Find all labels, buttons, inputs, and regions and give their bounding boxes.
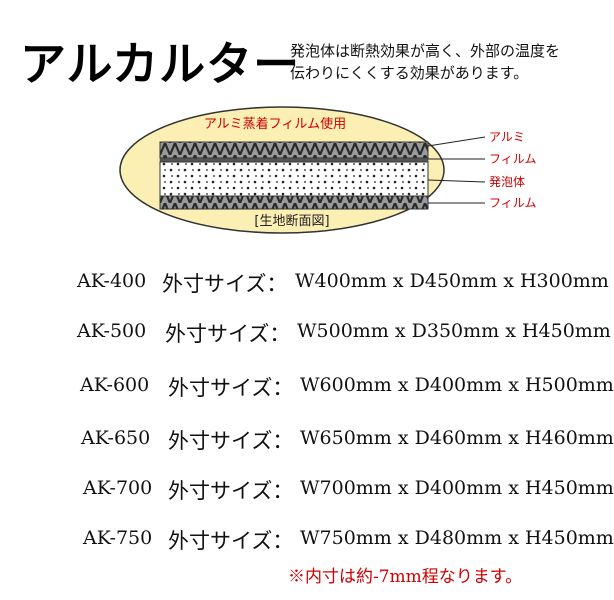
size-dimensions: W650mm x D460mm x H460mm	[300, 427, 614, 449]
diagram-bottom-label: [生地断面図]	[254, 214, 329, 229]
page-title: アルカルター	[20, 37, 301, 91]
product-description: 発泡体は断熱効果が高く、外部の温度を 伝わりにくくする効果があります。	[290, 40, 590, 84]
layer-leaders	[427, 136, 486, 204]
size-dimensions: W600mm x D400mm x H500mm	[300, 374, 614, 396]
size-label: 外寸サイズ：	[168, 429, 294, 453]
spec-row-ak-500: AK-500 外寸サイズ： W500mm x D350mm x H450mm	[0, 314, 611, 348]
layer-aluminum	[159, 141, 429, 159]
layer-label-aluminum: アルミ	[489, 130, 525, 144]
diagram-top-label: アルミ蒸着フィルム使用	[204, 116, 346, 132]
size-dimensions: W700mm x D400mm x H450mm	[300, 477, 614, 499]
layer-stack	[159, 141, 429, 210]
size-label: 外寸サイズ：	[168, 529, 294, 553]
size-label: 外寸サイズ：	[168, 479, 294, 503]
model-name: AK-650	[81, 427, 151, 449]
spec-row-ak-600: AK-600 外寸サイズ： W600mm x D400mm x H500mm	[0, 368, 614, 402]
size-dimensions: W500mm x D350mm x H450mm	[297, 320, 611, 342]
model-name: AK-750	[83, 527, 153, 549]
spec-row-ak-700: AK-700 外寸サイズ： W700mm x D400mm x H450mm	[0, 471, 614, 505]
description-line-1: 発泡体は断熱効果が高く、外部の温度を	[290, 42, 561, 60]
size-dimensions: W750mm x D480mm x H450mm	[300, 527, 614, 549]
layer-film-top	[159, 157, 429, 163]
description-line-2: 伝わりにくくする効果があります。	[290, 64, 529, 82]
layer-label-film-bottom: フィルム	[489, 196, 537, 210]
size-label: 外寸サイズ：	[168, 376, 294, 400]
size-label: 外寸サイズ：	[165, 322, 291, 346]
size-label: 外寸サイズ：	[162, 272, 288, 296]
spec-row-ak-750: AK-750 外寸サイズ： W750mm x D480mm x H450mm	[0, 521, 614, 555]
model-name: AK-600	[80, 374, 150, 396]
layer-label-film-top: フィルム	[489, 152, 537, 166]
inner-size-note: ※内寸は約-7mm程なります。	[288, 567, 523, 587]
model-name: AK-500	[77, 320, 147, 342]
cross-section-diagram: アルミ蒸着フィルム使用 [生地断面図] アルミ フィルム 発泡体 フィルム	[119, 106, 537, 234]
layer-film-bottom	[159, 195, 429, 210]
spec-row-ak-650: AK-650 外寸サイズ： W650mm x D460mm x H460mm	[0, 421, 614, 455]
layer-label-foam: 発泡体	[489, 175, 525, 189]
model-name: AK-700	[83, 477, 153, 499]
layer-foam	[159, 161, 429, 197]
model-name: AK-400	[77, 270, 147, 292]
spec-row-ak-400: AK-400 外寸サイズ： W400mm x D450mm x H300mm	[0, 264, 609, 298]
size-dimensions: W400mm x D450mm x H300mm	[295, 270, 609, 292]
